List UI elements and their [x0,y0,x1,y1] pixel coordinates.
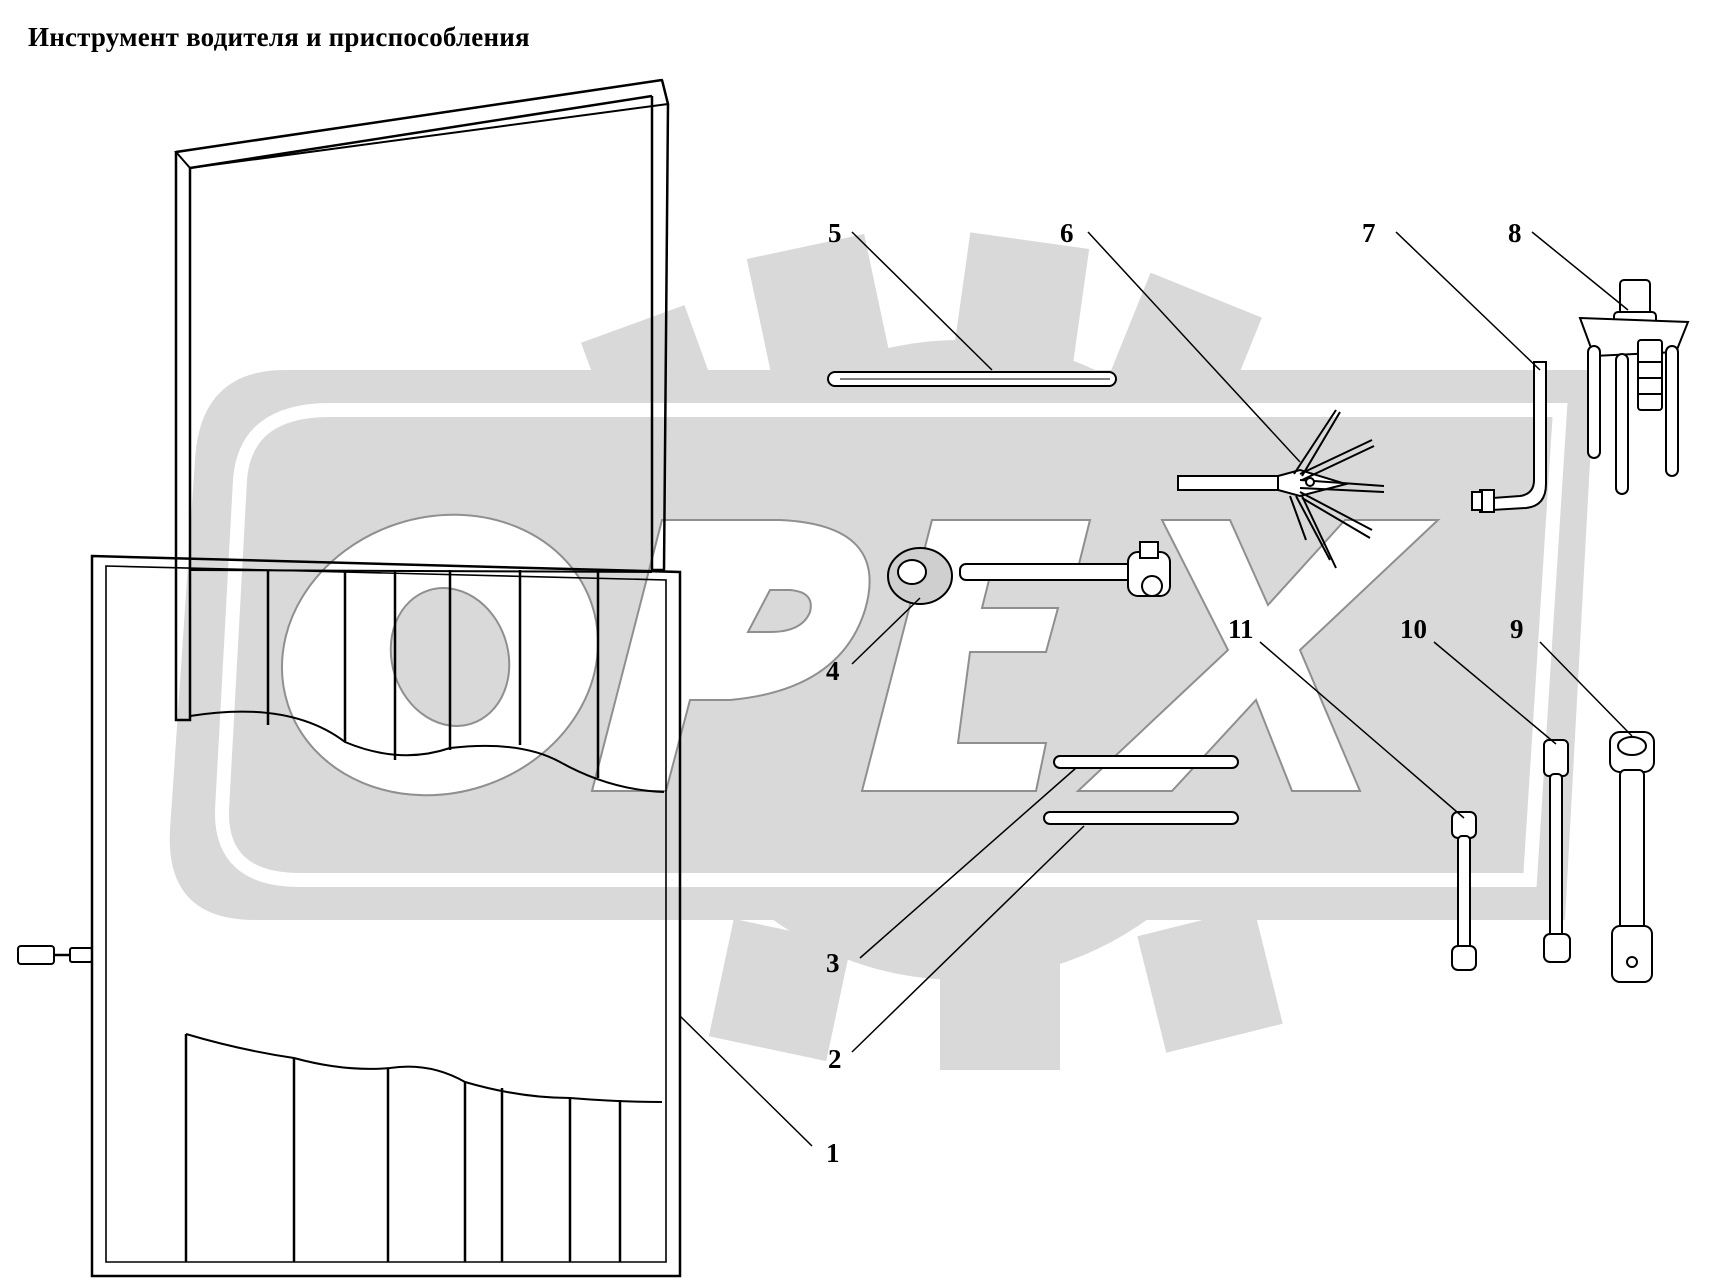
socket-wrench-large [1609,731,1655,983]
feeler-gauge-set [1177,409,1385,569]
callout-6: 6 [1060,218,1074,248]
rod-long [827,371,1117,387]
callout-4: 4 [826,656,840,686]
watermark-letter-x [1075,519,1441,792]
callout-1: 1 [826,1138,840,1168]
rod-2 [1043,811,1239,825]
box-wrench [887,541,1171,605]
rod-3 [1053,755,1239,769]
callout-10: 10 [1400,614,1427,644]
callout-11: 11 [1228,614,1254,644]
socket-wrench-medium [1543,739,1571,963]
callout-2: 2 [828,1044,842,1074]
tool-bag [17,78,682,1278]
leader-lines [679,231,1633,1147]
callout-8: 8 [1508,218,1522,248]
callout-3: 3 [826,948,840,978]
socket-wrench-small [1451,811,1477,971]
puller [1578,279,1690,495]
watermark-letter-p [590,519,871,792]
hex-key [1471,361,1547,513]
watermark [169,232,1596,1070]
callout-5: 5 [828,218,842,248]
callout-9: 9 [1510,614,1524,644]
callout-labels: 1 2 3 4 5 6 7 8 9 10 11 [826,218,1524,1168]
callout-7: 7 [1362,218,1376,248]
page-title: Инструмент водителя и приспособления [28,22,530,52]
